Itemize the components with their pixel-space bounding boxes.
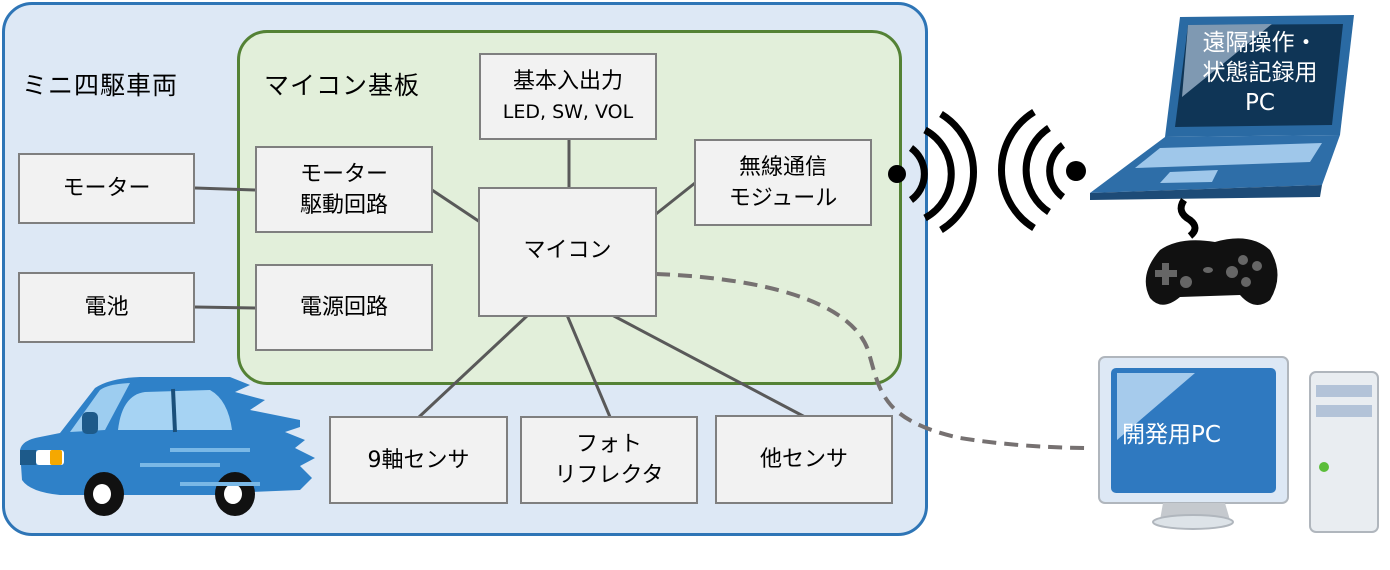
remote-pc-label: 遠隔操作・ 状態記録用 PC [1180, 28, 1340, 118]
other-sensors-block: 他センサ [715, 415, 893, 504]
wireless-label-line2: モジュール [728, 185, 838, 211]
link-driver-mcu [431, 188, 481, 224]
remote-pc-label-line3: PC [1245, 90, 1275, 116]
mcu-label: マイコン [523, 237, 612, 263]
gamepad-icon [1145, 198, 1278, 305]
battery-block: 電池 [18, 272, 195, 343]
dev-pc-label: 開発用PC [1122, 422, 1221, 448]
wireless-module-block: 無線通信 モジュール [694, 139, 872, 226]
battery-label: 電池 [84, 295, 129, 320]
basic-io-block: 基本入出力 LED, SW, VOL [479, 53, 657, 140]
car-illustration [20, 377, 315, 516]
photo-reflector-label-line2: リフレクタ [554, 463, 664, 488]
motor-driver-label-line2: 駆動回路 [299, 192, 388, 218]
other-sensors-label: 他センサ [759, 447, 848, 472]
basic-io-label-line2: LED, SW, VOL [502, 100, 634, 123]
imu-label: 9軸センサ [367, 447, 470, 473]
link-battery-power [194, 305, 256, 310]
basic-io-label-line1: 基本入出力 [512, 68, 623, 94]
mcu-block: マイコン [478, 187, 657, 317]
motor-block: モーター [18, 153, 195, 224]
photo-reflector-label-line1: フォト [575, 432, 642, 457]
motor-label: モーター [62, 176, 151, 201]
motor-driver-label-line1: モーター [299, 161, 388, 187]
link-motor-driver [194, 186, 256, 192]
remote-pc-label-line2: 状態記録用 [1202, 60, 1318, 86]
dashed-link-dev-pc [655, 272, 1091, 450]
board-group-title: マイコン基板 [264, 71, 421, 100]
link-mcu-imu [417, 313, 530, 419]
link-mcu-other [611, 313, 806, 419]
wireless-signal-icon [998, 109, 1086, 231]
wireless-signal-icon [888, 111, 977, 233]
vehicle-group-title: ミニ四駆車両 [22, 71, 179, 100]
power-circuit-label: 電源回路 [299, 295, 388, 320]
imu-sensor-block: 9軸センサ [329, 416, 508, 504]
link-mcu-wireless [655, 181, 696, 216]
motor-driver-block: モーター 駆動回路 [255, 146, 433, 233]
link-mcu-photo [565, 314, 612, 418]
photo-reflector-block: フォト リフレクタ [520, 416, 698, 504]
wireless-label-line1: 無線通信 [738, 154, 827, 180]
desktop-pc-illustration [1098, 356, 1379, 533]
remote-pc-label-line1: 遠隔操作・ [1202, 30, 1318, 56]
laptop-illustration [1090, 15, 1354, 200]
power-circuit-block: 電源回路 [255, 264, 433, 351]
